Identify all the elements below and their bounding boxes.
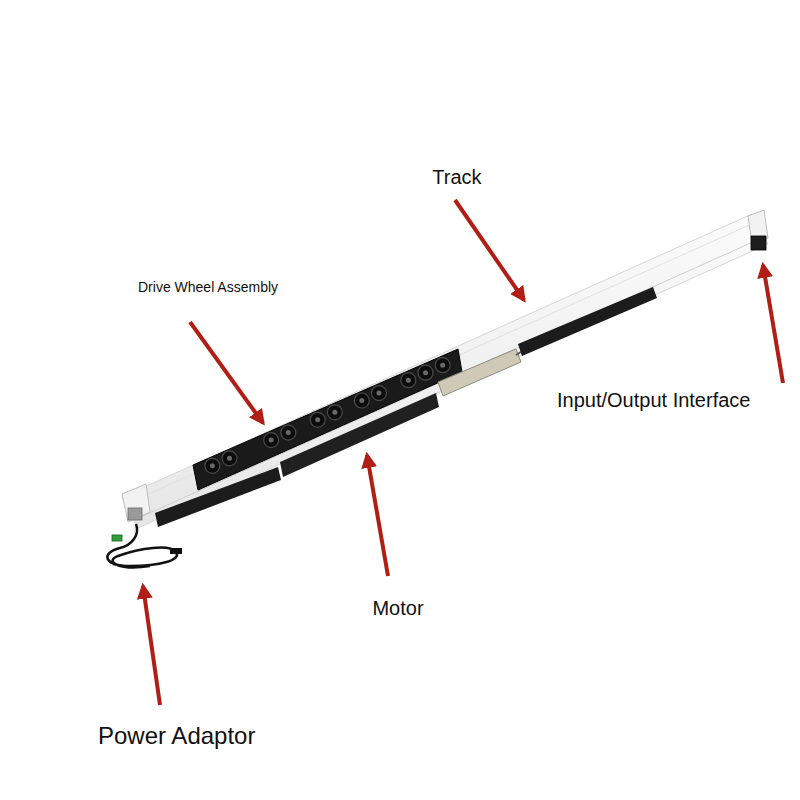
wheel-group bbox=[401, 373, 416, 388]
track-end-cap bbox=[122, 484, 150, 522]
track-end-cap bbox=[751, 236, 766, 250]
wheel-group bbox=[315, 417, 320, 422]
upper-black-strip bbox=[518, 287, 657, 356]
wheel-group bbox=[222, 451, 237, 466]
wheel-group bbox=[327, 405, 342, 420]
controller-box bbox=[438, 349, 521, 396]
power-cord bbox=[107, 524, 177, 567]
leader-arrow bbox=[455, 200, 524, 300]
leader-arrow bbox=[190, 322, 263, 423]
wheel-group bbox=[264, 433, 279, 448]
drive-wheel-assembly bbox=[193, 349, 462, 490]
wheel-group bbox=[376, 391, 381, 396]
controller-box bbox=[438, 349, 524, 396]
track-end-cap bbox=[128, 508, 142, 520]
power-cord bbox=[107, 524, 182, 567]
wheel-group bbox=[418, 365, 433, 380]
part-label: Track bbox=[432, 166, 481, 189]
part-label: Input/Output Interface bbox=[557, 389, 750, 412]
wheel-group bbox=[281, 425, 296, 440]
motor-body bbox=[280, 393, 439, 477]
motor-body bbox=[280, 393, 439, 477]
wheel-group bbox=[269, 438, 274, 443]
wheel-group bbox=[440, 363, 445, 368]
wheel-group bbox=[286, 430, 291, 435]
part-label: Power Adaptor bbox=[98, 722, 255, 750]
wheel-group bbox=[210, 463, 215, 468]
track-rail bbox=[124, 222, 756, 505]
power-cord bbox=[170, 548, 182, 554]
track-rail bbox=[122, 214, 768, 528]
track-end-cap bbox=[122, 210, 768, 522]
power-cord bbox=[112, 535, 122, 541]
wheel-group bbox=[332, 410, 337, 415]
wheel-group bbox=[310, 412, 325, 427]
upper-black-strip bbox=[518, 287, 657, 356]
wheel-group bbox=[371, 386, 386, 401]
wheel-group bbox=[423, 370, 428, 375]
track-rail bbox=[134, 237, 764, 520]
wheel-group bbox=[354, 393, 369, 408]
leader-arrow bbox=[143, 586, 160, 705]
wheel-group bbox=[205, 458, 220, 473]
track-rail bbox=[122, 214, 768, 528]
part-label: Drive Wheel Assembly bbox=[138, 279, 278, 295]
wheel-group bbox=[227, 456, 232, 461]
wheel-group bbox=[359, 398, 364, 403]
drive-wheel-assembly bbox=[193, 349, 462, 490]
leader-arrow bbox=[763, 265, 783, 383]
leader-arrow bbox=[367, 455, 388, 576]
part-label: Motor bbox=[372, 597, 423, 620]
leader-arrow bbox=[143, 200, 783, 705]
wheel-group bbox=[435, 358, 450, 373]
wheel-group bbox=[406, 378, 411, 383]
